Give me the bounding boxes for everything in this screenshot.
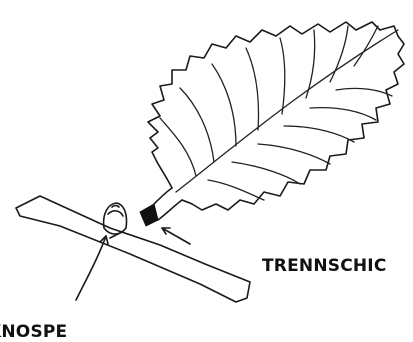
separation-layer-label: TRENNSCHIC: [262, 258, 387, 275]
petiole: [154, 188, 182, 220]
separation-layer: [140, 204, 158, 226]
arrow-to-bud: [76, 236, 108, 300]
arrow-to-separation-layer: [162, 228, 190, 244]
twig: [16, 196, 250, 302]
leaf-veins: [160, 26, 398, 200]
bud-label: KNOSPE: [0, 324, 67, 341]
